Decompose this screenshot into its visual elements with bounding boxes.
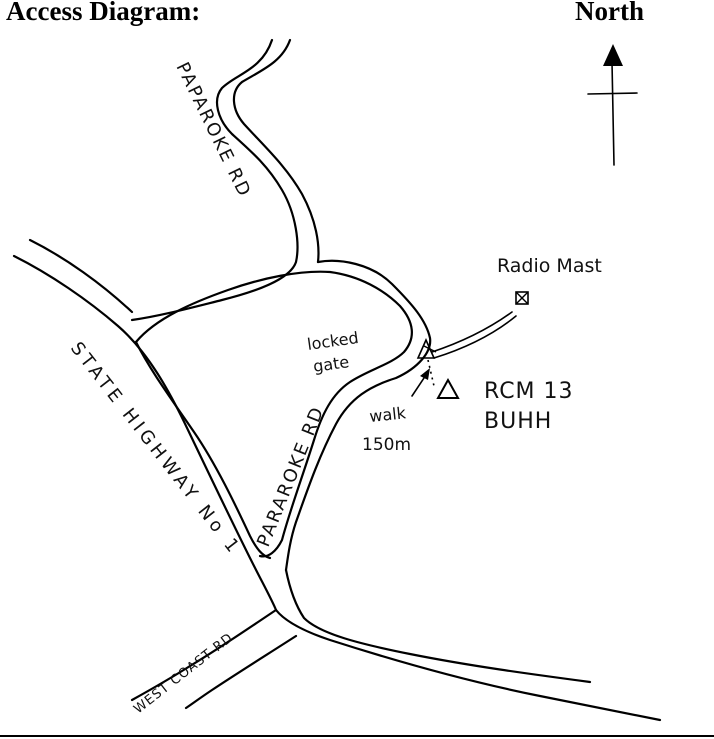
paparore-rd-loop — [134, 259, 432, 572]
north-arrow-icon — [587, 44, 638, 166]
west-coast-rd — [130, 608, 298, 710]
north-label: North — [575, 0, 644, 26]
boxed-x-icon — [515, 291, 529, 305]
gate-icon — [416, 338, 437, 359]
walk-path — [411, 359, 435, 397]
mast-track — [431, 311, 517, 359]
triangle-icon — [436, 377, 460, 399]
radio-mast-label: Radio Mast — [497, 255, 602, 277]
locked-gate-label-1: locked — [306, 328, 360, 354]
station-label-1: RCM 13 — [484, 379, 574, 404]
paparore-rd-loop-label: PARAROKE RD — [253, 403, 329, 550]
station-label-2: BUHH — [484, 409, 552, 434]
state-highway-1 — [12, 238, 662, 722]
bottom-rule — [0, 735, 714, 737]
walk-label-2: 150m — [362, 435, 411, 455]
west-coast-rd-label: WEST COAST RD — [131, 630, 236, 717]
paparore-rd-north — [130, 38, 320, 322]
diagram-title: Access Diagram: — [6, 0, 201, 26]
locked-gate-label-2: gate — [312, 352, 350, 376]
walk-label-1: walk — [368, 403, 407, 426]
